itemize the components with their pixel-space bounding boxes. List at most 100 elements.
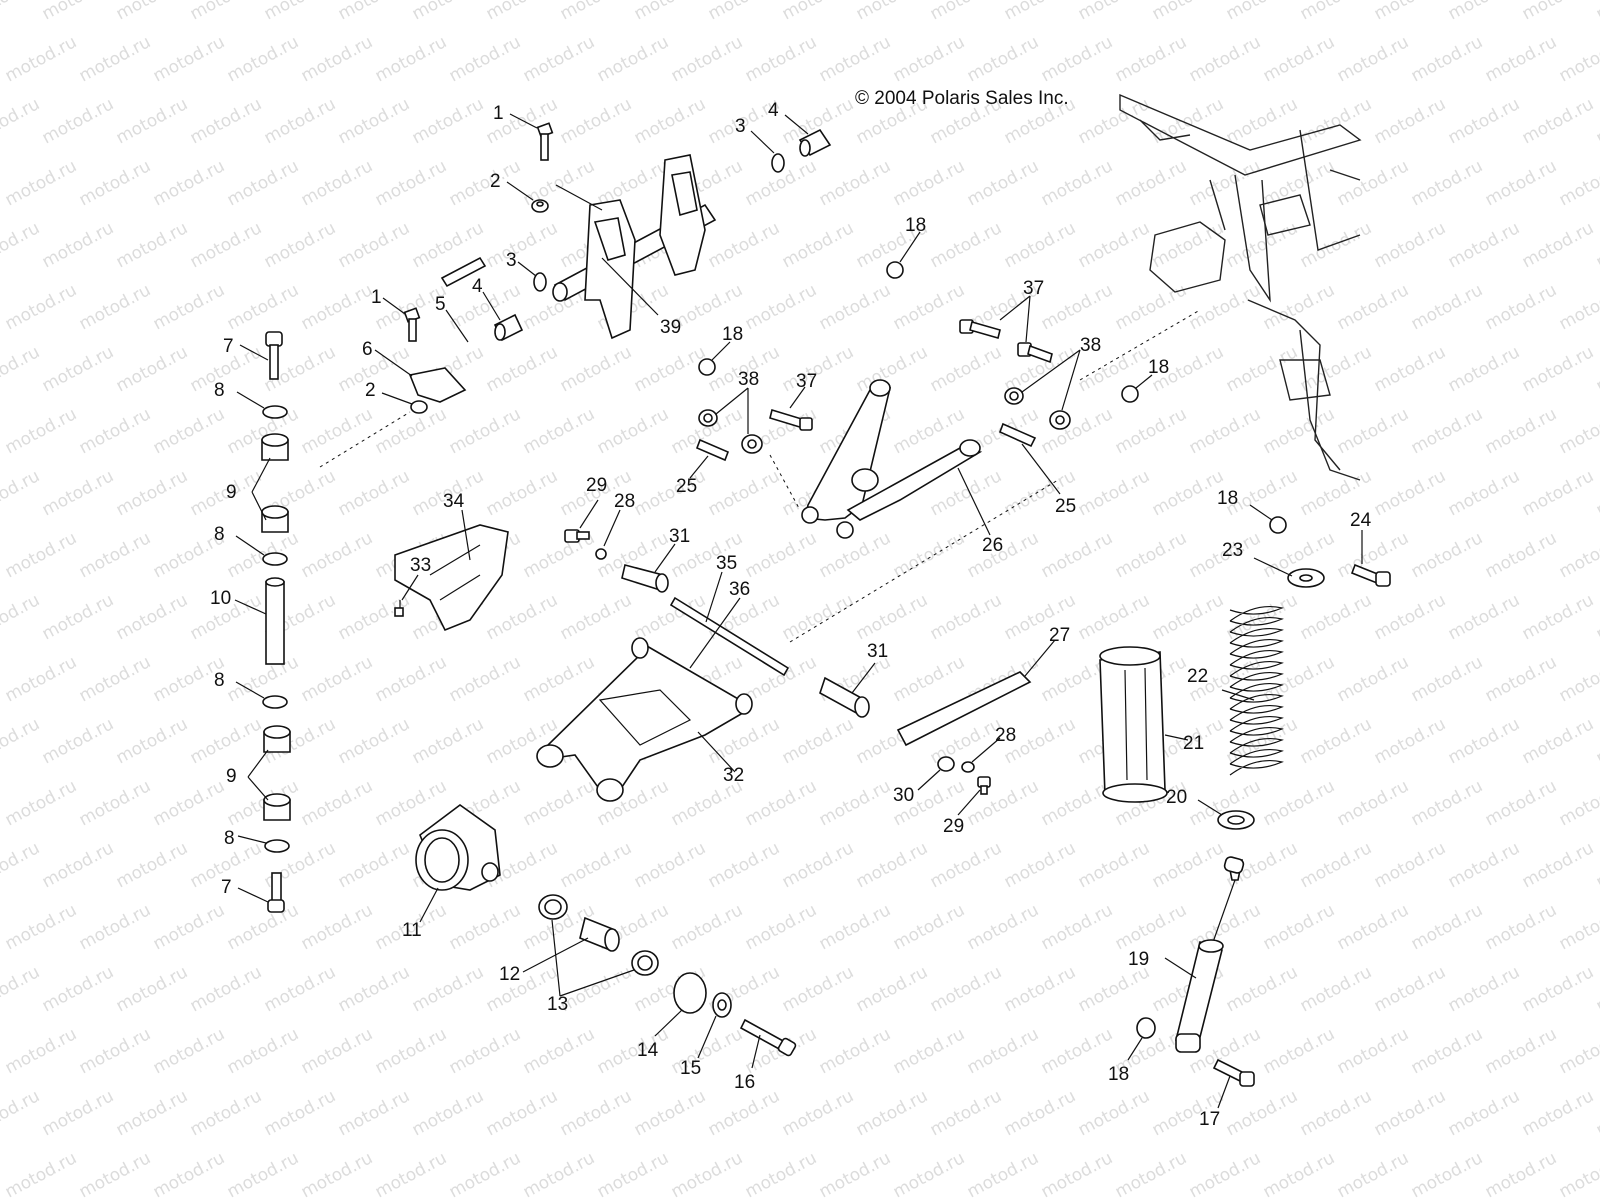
part-28-washer-left <box>595 548 607 560</box>
part-17-bolt <box>1212 1058 1255 1087</box>
callout-30: 30 <box>893 785 914 806</box>
part-38-bushing-l2 <box>741 434 763 454</box>
callout-32: 32 <box>723 765 744 786</box>
leader-18d <box>1249 504 1273 521</box>
callout-28b: 28 <box>995 725 1016 746</box>
leader-3a <box>750 130 775 154</box>
part-30-washer <box>937 756 955 772</box>
callout-28a: 28 <box>614 491 635 512</box>
leader-7b <box>237 887 269 903</box>
leader-22 <box>1221 689 1255 701</box>
part-28-washer-right <box>961 761 975 773</box>
callout-3b: 3 <box>506 250 517 271</box>
leader-33 <box>401 574 419 601</box>
callout-24: 24 <box>1350 510 1372 531</box>
callout-19: 19 <box>1128 949 1149 970</box>
callout-9a: 9 <box>226 482 237 503</box>
leader-18b <box>711 341 731 361</box>
part-26-upper-a-arm <box>801 379 983 539</box>
part-2-nut-left <box>410 400 428 414</box>
leader-16 <box>751 1034 761 1069</box>
callout-labels: 1 1 2 2 3 3 4 4 5 6 7 7 8 8 8 8 9 9 10 1… <box>210 100 1372 1130</box>
leader-20 <box>1197 799 1223 816</box>
part-5-pin <box>440 256 487 288</box>
leader-dash-left <box>319 411 411 468</box>
part-29-bolt-right <box>977 776 991 795</box>
leader-8a <box>236 391 265 409</box>
callout-15: 15 <box>680 1058 701 1079</box>
part-25-pin-right <box>998 422 1037 448</box>
part-13-bushing-a <box>538 894 568 920</box>
leader-1a <box>509 113 538 129</box>
part-8-washer-1 <box>262 405 288 419</box>
callout-31a: 31 <box>669 526 690 547</box>
part-14-washer <box>673 972 707 1014</box>
leader-8d <box>237 835 267 844</box>
part-38-bushing-l1 <box>698 409 718 427</box>
leader-35 <box>705 571 723 623</box>
part-12-spacer <box>579 916 620 952</box>
part-22-spring <box>1229 605 1284 776</box>
part-38-bushing-r1 <box>1004 387 1024 405</box>
leader-28b <box>971 737 1001 763</box>
leader-29b <box>957 789 981 816</box>
leader-37a <box>789 386 806 409</box>
callout-1a: 1 <box>493 103 504 124</box>
leader-25b <box>1021 443 1061 495</box>
leader-7a <box>239 344 269 361</box>
leader-23 <box>1253 557 1293 577</box>
callout-7a: 7 <box>223 336 234 357</box>
callout-33: 33 <box>410 555 431 576</box>
callout-18d: 18 <box>1217 488 1238 509</box>
leader-2a <box>555 184 603 211</box>
leader-4a <box>784 114 809 135</box>
leader-34 <box>461 509 471 561</box>
callout-2a: 2 <box>490 171 501 192</box>
vehicle-frame <box>1119 93 1362 481</box>
callout-37a: 37 <box>796 371 817 392</box>
leader-38a <box>715 387 749 434</box>
callout-26: 26 <box>982 535 1003 556</box>
callout-29b: 29 <box>943 816 964 837</box>
part-4-bushing-top <box>798 128 832 157</box>
part-7-bolt-top <box>265 331 283 380</box>
part-7-bolt-bottom <box>267 872 285 913</box>
part-15-washer-small <box>712 992 732 1018</box>
callout-14: 14 <box>637 1040 659 1061</box>
callout-9b: 9 <box>226 766 237 787</box>
part-2-nut-top <box>531 199 549 213</box>
leader-31a <box>654 543 676 573</box>
part-8-washer-3 <box>262 695 288 709</box>
leader-21 <box>1164 734 1189 741</box>
callout-6: 6 <box>362 339 373 360</box>
leader-13 <box>551 919 635 997</box>
leader-4b <box>482 291 501 321</box>
leader-38b <box>1021 349 1081 411</box>
leader-9a <box>251 457 271 521</box>
callout-7b: 7 <box>221 877 232 898</box>
part-37-bolt-right-1 <box>959 319 1001 339</box>
part-8-washer-2 <box>262 552 288 566</box>
leader-2a-nut <box>506 181 534 201</box>
part-18-nut-top <box>886 261 904 279</box>
part-37-bolt-right-2 <box>1017 342 1053 364</box>
part-37-bolt-left <box>769 408 813 431</box>
part-20-spring-seat <box>1217 810 1255 830</box>
callout-38a: 38 <box>738 369 759 390</box>
part-9-bushing-4 <box>263 793 291 821</box>
part-9-bushing-1 <box>261 433 289 461</box>
callout-1b: 1 <box>371 287 382 308</box>
part-39-upper-carrier <box>552 154 717 340</box>
part-3-oring-mid <box>533 272 547 292</box>
callout-17: 17 <box>1199 1109 1220 1130</box>
callout-31b: 31 <box>867 641 888 662</box>
part-35-shaft <box>669 596 790 677</box>
part-31-bushing-upper <box>621 564 669 593</box>
callout-20: 20 <box>1166 787 1187 808</box>
part-27-strap <box>896 671 1032 747</box>
callout-37b: 37 <box>1023 278 1044 299</box>
leader-25a <box>689 455 709 479</box>
part-9-bushing-2 <box>261 505 289 533</box>
part-9-bushing-3 <box>263 725 291 753</box>
part-10-spacer-tube <box>265 577 285 665</box>
